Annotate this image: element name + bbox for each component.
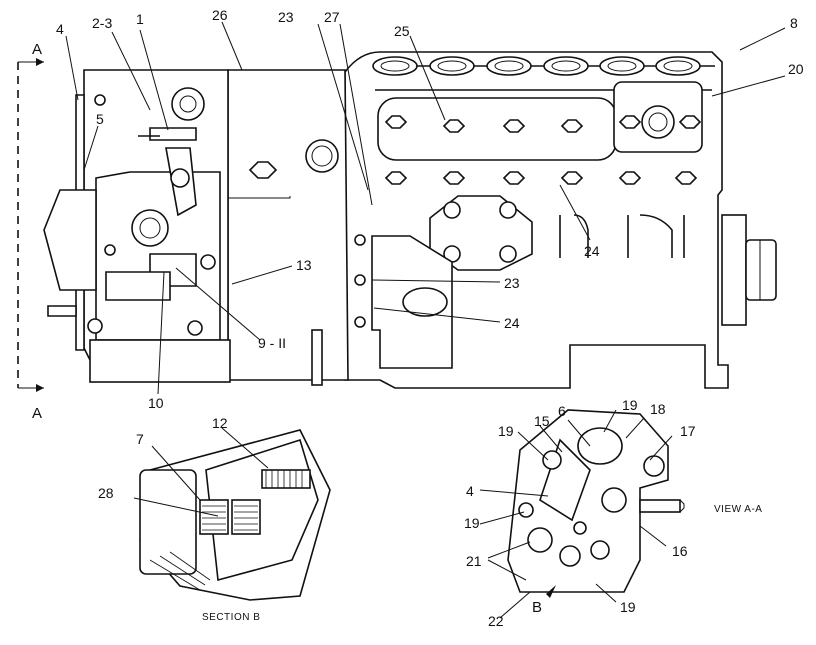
callout-24-mid: 24	[504, 315, 520, 331]
callout-19-c: 19	[464, 515, 480, 531]
callout-20: 20	[788, 61, 804, 77]
cover-bolts	[384, 115, 702, 185]
drive-flange	[721, 214, 747, 326]
pump-assembly	[17, 51, 777, 392]
callout-2-3: 2-3	[92, 15, 112, 31]
callout-10: 10	[148, 395, 164, 411]
leader-lines	[65, 21, 786, 619]
callout-15: 15	[534, 413, 550, 429]
callout-17: 17	[680, 423, 696, 439]
callout-13: 13	[296, 257, 312, 273]
callout-5: 5	[96, 111, 104, 127]
caption-section-b: SECTION B	[202, 612, 260, 623]
callout-4-view: 4	[466, 483, 474, 499]
callout-22: 22	[488, 613, 504, 629]
callout-1: 1	[136, 11, 144, 27]
caption-view-aa: VIEW A-A	[714, 504, 762, 515]
cover-plate	[377, 97, 617, 161]
callout-16: 16	[672, 543, 688, 559]
callout-18: 18	[650, 401, 666, 417]
callout-26: 26	[212, 7, 228, 23]
section-b-figure	[139, 429, 331, 601]
governor-housing	[227, 69, 349, 381]
callout-8: 8	[790, 15, 798, 31]
callout-12: 12	[212, 415, 228, 431]
callout-21: 21	[466, 553, 482, 569]
callout-27: 27	[324, 9, 340, 25]
callout-9-11: 9 - II	[258, 335, 286, 351]
callout-23-mid: 23	[504, 275, 520, 291]
control-lever	[105, 87, 205, 301]
callout-19-d: 19	[620, 599, 636, 615]
callout-23-top: 23	[278, 9, 294, 25]
callout-24-low: 24	[584, 243, 600, 259]
callout-6: 6	[558, 403, 566, 419]
callout-19-a: 19	[498, 423, 514, 439]
section-mark-a-bottom: A	[32, 405, 42, 422]
callout-19-b: 19	[622, 397, 638, 413]
callout-b: B	[532, 599, 542, 616]
callout-25: 25	[394, 23, 410, 39]
plunger-tops	[372, 56, 701, 76]
callout-28: 28	[98, 485, 114, 501]
callout-7: 7	[136, 431, 144, 447]
callout-4-top: 4	[56, 21, 64, 37]
view-aa-figure	[507, 409, 685, 598]
section-mark-a-top: A	[32, 41, 42, 58]
section-b-springs	[199, 469, 311, 535]
section-line-aa	[17, 58, 44, 392]
drive-shaft	[745, 239, 777, 301]
callout-labels: A A 4 2-3 1 26 23 27 25 8 20 5 13 23 24 …	[32, 7, 804, 629]
